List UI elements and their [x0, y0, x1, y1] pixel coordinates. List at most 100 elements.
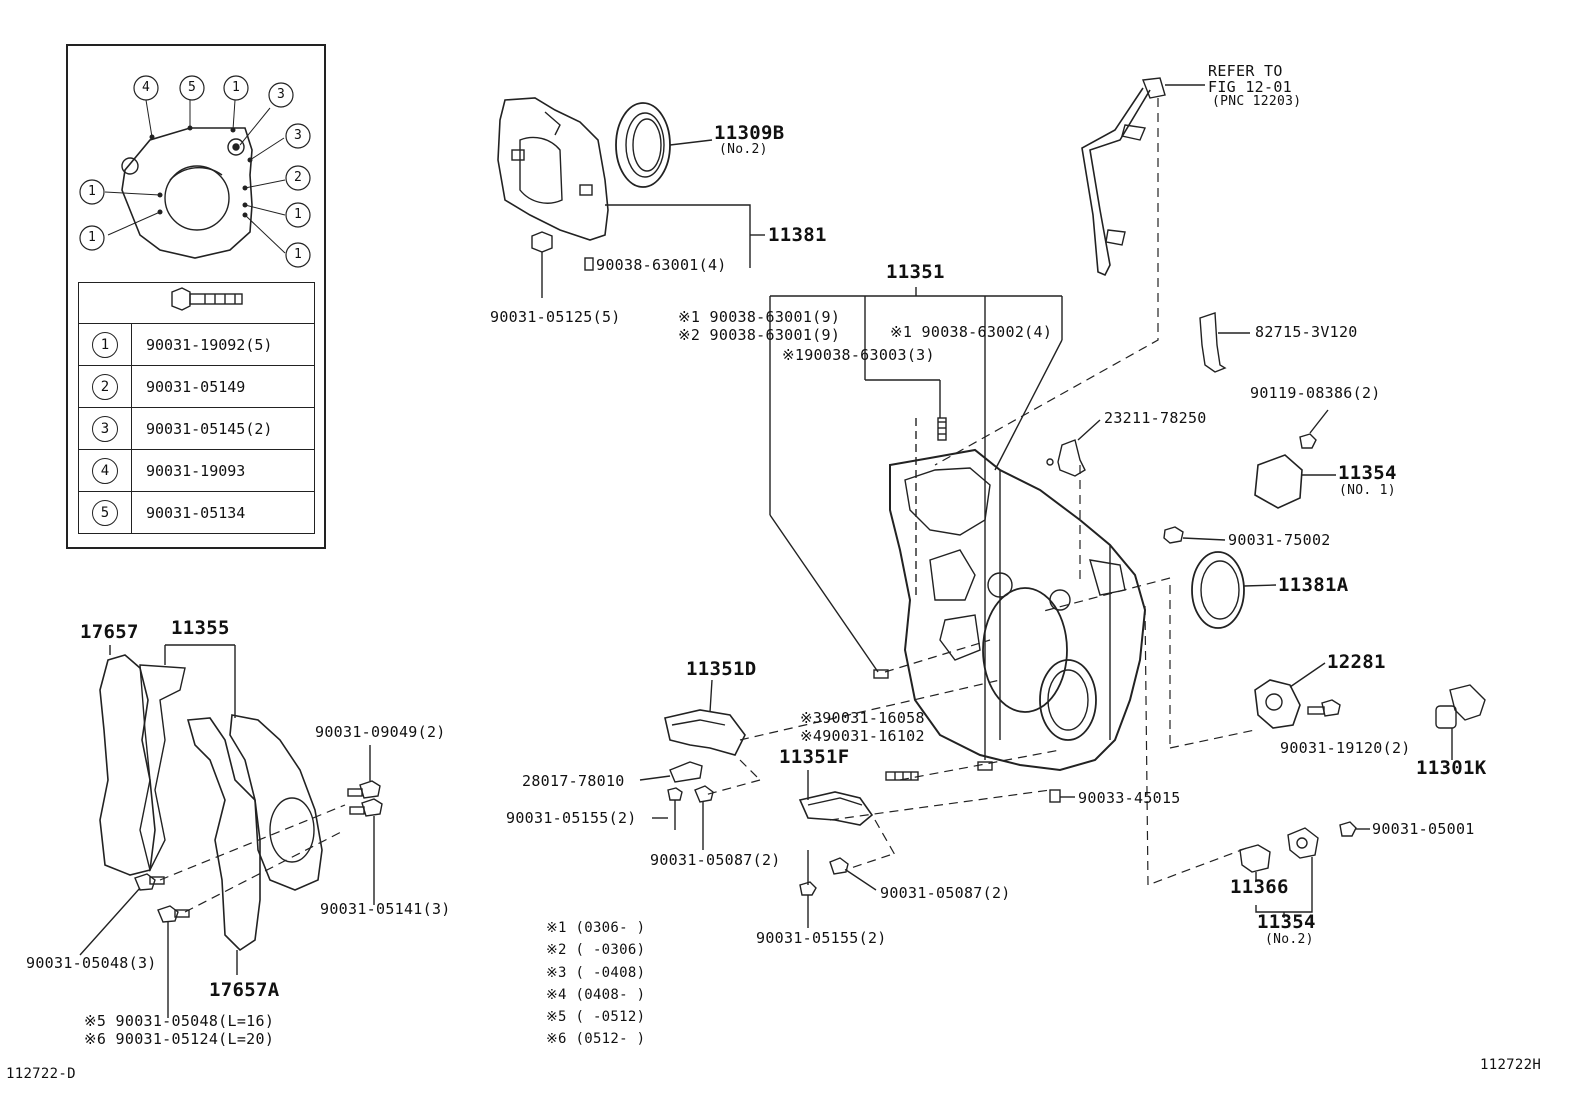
- legend-row: 5 90031-05134: [78, 491, 315, 534]
- inset-num: 1: [232, 80, 241, 95]
- footnote: ※1 (0306- ): [546, 920, 646, 936]
- plug-90033-45015: [1049, 789, 1061, 803]
- bolt-90031-19120: [1307, 699, 1341, 717]
- gasket-17657: [99, 645, 156, 876]
- footnote: ※2 ( -0306): [546, 942, 646, 958]
- legend-row: 3 90031-05145(2): [78, 407, 315, 450]
- part-label-90031-05155-a: 90031-05155(2): [506, 809, 637, 827]
- stud-90031-16058: [885, 771, 919, 781]
- legend-num: 2: [92, 373, 118, 400]
- footnote: ※5 ( -0512): [546, 1009, 646, 1025]
- sensor-11301k: [1435, 684, 1486, 760]
- part-label-90031-05087-a: 90031-05087(2): [650, 851, 781, 869]
- inset-num: 5: [188, 80, 197, 95]
- legend-row: 1 90031-19092(5): [78, 323, 315, 366]
- refer-line-2: FIG 12-01: [1208, 78, 1292, 96]
- part-label-90038-63001: 90038-63001(4): [596, 256, 727, 274]
- part-label-s1-90038-63002: ※1 90038-63002(4): [890, 323, 1053, 341]
- legend-part: 90031-05134: [131, 491, 315, 534]
- inset-num: 3: [294, 128, 303, 143]
- part-label-11354-no2: 11354: [1257, 911, 1316, 933]
- part-label-90031-75002: 90031-75002: [1228, 531, 1331, 549]
- diagram-code-left: 112722-D: [6, 1066, 76, 1082]
- bolt-90119: [1299, 409, 1329, 449]
- legend-part: 90031-05149: [131, 365, 315, 408]
- part-label-12281: 12281: [1327, 651, 1386, 673]
- oil-seal-11309b: [615, 102, 713, 188]
- legend-box: [66, 44, 326, 549]
- legend-header-row: [78, 282, 315, 324]
- part-label-s1-90038-63003: ※190038-63003(3): [782, 346, 935, 364]
- cover-11354-no2: [1287, 827, 1319, 905]
- part-label-90031-05155-b: 90031-05155(2): [756, 929, 887, 947]
- bolt-90031-05155-a: [652, 787, 683, 830]
- part-label-11366: 11366: [1230, 876, 1289, 898]
- timing-case-11351: [889, 448, 1147, 772]
- part-label-11351d: 11351D: [686, 658, 757, 680]
- part-label-90033: 90033-45015: [1078, 789, 1181, 807]
- part-label-90031-09049: 90031-09049(2): [315, 723, 446, 741]
- part-label-17657a: 17657A: [209, 979, 280, 1001]
- legend-table: 1 90031-19092(5) 2 90031-05149 3 90031-0…: [78, 282, 315, 534]
- oil-pipe: [1081, 77, 1205, 277]
- inset-num: 4: [142, 80, 151, 95]
- legend-num: 3: [92, 415, 118, 442]
- part-label-s6-90031-05124: ※6 90031-05124(L=20): [84, 1030, 275, 1048]
- part-label-11351: 11351: [886, 261, 945, 283]
- bracket-23211: [1046, 419, 1101, 477]
- part-label-11354-no1: 11354: [1338, 462, 1397, 484]
- part-label-s1-90038-63001: ※1 90038-63001(9): [678, 308, 841, 326]
- stud-90038-63003: [915, 417, 947, 600]
- plate-11355-b: [229, 714, 323, 891]
- inset-num: 1: [294, 207, 303, 222]
- bracket-11351d: [664, 679, 746, 756]
- bolt-90031-05001: [1339, 821, 1370, 837]
- legend-num: 4: [92, 457, 118, 484]
- cap-11366: [1239, 844, 1271, 880]
- legend-row: 2 90031-05149: [78, 365, 315, 408]
- footnote: ※3 ( -0408): [546, 965, 646, 981]
- part-label-11309b: 11309B: [714, 122, 785, 144]
- legend-row: 4 90031-19093: [78, 449, 315, 492]
- part-label-11381: 11381: [768, 224, 827, 246]
- part-label-17657: 17657: [80, 621, 139, 643]
- part-label-90031-05141: 90031-05141(3): [320, 900, 451, 918]
- refer-line-1: REFER TO: [1208, 62, 1283, 80]
- plug-90031-75002: [1163, 526, 1226, 544]
- part-label-11354-no2-sub: (No.2): [1265, 932, 1314, 947]
- part-label-11355: 11355: [171, 617, 230, 639]
- gasket-17657a: [186, 717, 261, 975]
- footnote: ※4 (0408- ): [546, 987, 646, 1003]
- part-label-s5-90031-05048: ※5 90031-05048(L=16): [84, 1012, 275, 1030]
- part-label-s4-90031-16102: ※490031-16102: [800, 727, 925, 745]
- refer-line-3: (PNC 12203): [1212, 94, 1302, 109]
- pin: [977, 761, 993, 771]
- part-label-82715: 82715-3V120: [1255, 323, 1358, 341]
- part-label-90031-05087-b: 90031-05087(2): [880, 884, 1011, 902]
- inset-num: 1: [294, 247, 303, 262]
- part-label-90031-05048: 90031-05048(3): [26, 954, 157, 972]
- legend-num: 5: [92, 499, 118, 526]
- part-label-11301k: 11301K: [1416, 757, 1487, 779]
- bracket-11351f: [798, 770, 874, 826]
- bolts-90031-09049: [347, 745, 383, 905]
- oil-seal-11381a: [1191, 551, 1277, 629]
- part-label-11309b-sub: (No.2): [719, 142, 768, 157]
- part-label-11381a: 11381A: [1278, 574, 1349, 596]
- legend-part: 90031-05145(2): [131, 407, 315, 450]
- diagram-code-right: 112722H: [1480, 1057, 1542, 1073]
- inset-num: 2: [294, 170, 303, 185]
- timing-plate-inset: [79, 75, 311, 268]
- inset-num: 1: [88, 230, 97, 245]
- part-label-s2-90038-63001: ※2 90038-63001(9): [678, 326, 841, 344]
- pin: [873, 669, 889, 679]
- bolt-90031-05087-b: [829, 857, 877, 891]
- plate-12281: [1254, 662, 1326, 729]
- legend-part: 90031-19092(5): [131, 323, 315, 366]
- part-label-90031-05125: 90031-05125(5): [490, 308, 621, 326]
- plate-11355: [139, 664, 186, 873]
- oil-seal-retainer-11381: [497, 97, 609, 241]
- bolt-90031-05087-a: [694, 785, 714, 850]
- bracket-28017: [639, 761, 703, 783]
